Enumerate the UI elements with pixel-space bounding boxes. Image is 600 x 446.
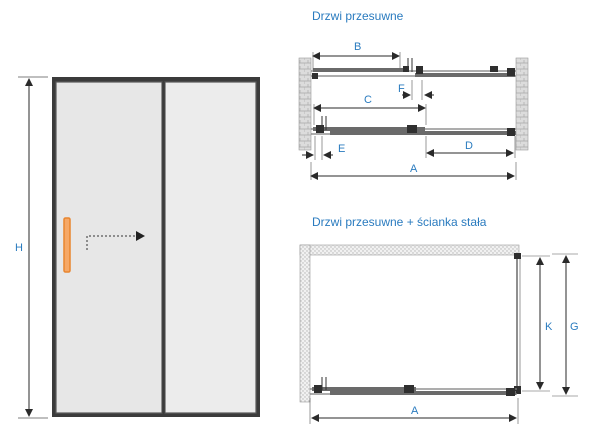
sliding-door-title: Drzwi przesuwne — [312, 9, 404, 23]
wall-side — [299, 244, 311, 403]
sliding-door-fixed-wall-plan: Drzwi przesuwne + ścianka stała K G — [299, 215, 579, 424]
fixed-wall-title: Drzwi przesuwne + ścianka stała — [312, 215, 487, 229]
wall-right — [515, 57, 529, 151]
wall-left — [298, 57, 312, 151]
dim-b-label: B — [354, 41, 361, 53]
dim-a2-label: A — [411, 405, 419, 417]
dim-e-label: E — [338, 143, 345, 155]
slide-direction-arrow — [86, 231, 145, 250]
dim-d-label: D — [465, 140, 473, 152]
sliding-panel — [55, 81, 163, 414]
sliding-door-plan: Drzwi przesuwne B — [298, 9, 529, 180]
door-handle — [63, 217, 71, 273]
fixed-panel — [164, 81, 257, 414]
dim-f-label: F — [398, 83, 405, 95]
dim-k-label: K — [545, 321, 553, 333]
height-dimension: H — [15, 76, 48, 419]
dim-a-label: A — [410, 163, 418, 175]
front-view: H — [15, 76, 260, 419]
dim-c-label: C — [364, 94, 372, 106]
wall-top — [299, 244, 520, 256]
dim-g-label: G — [570, 321, 579, 333]
height-label: H — [15, 242, 23, 254]
